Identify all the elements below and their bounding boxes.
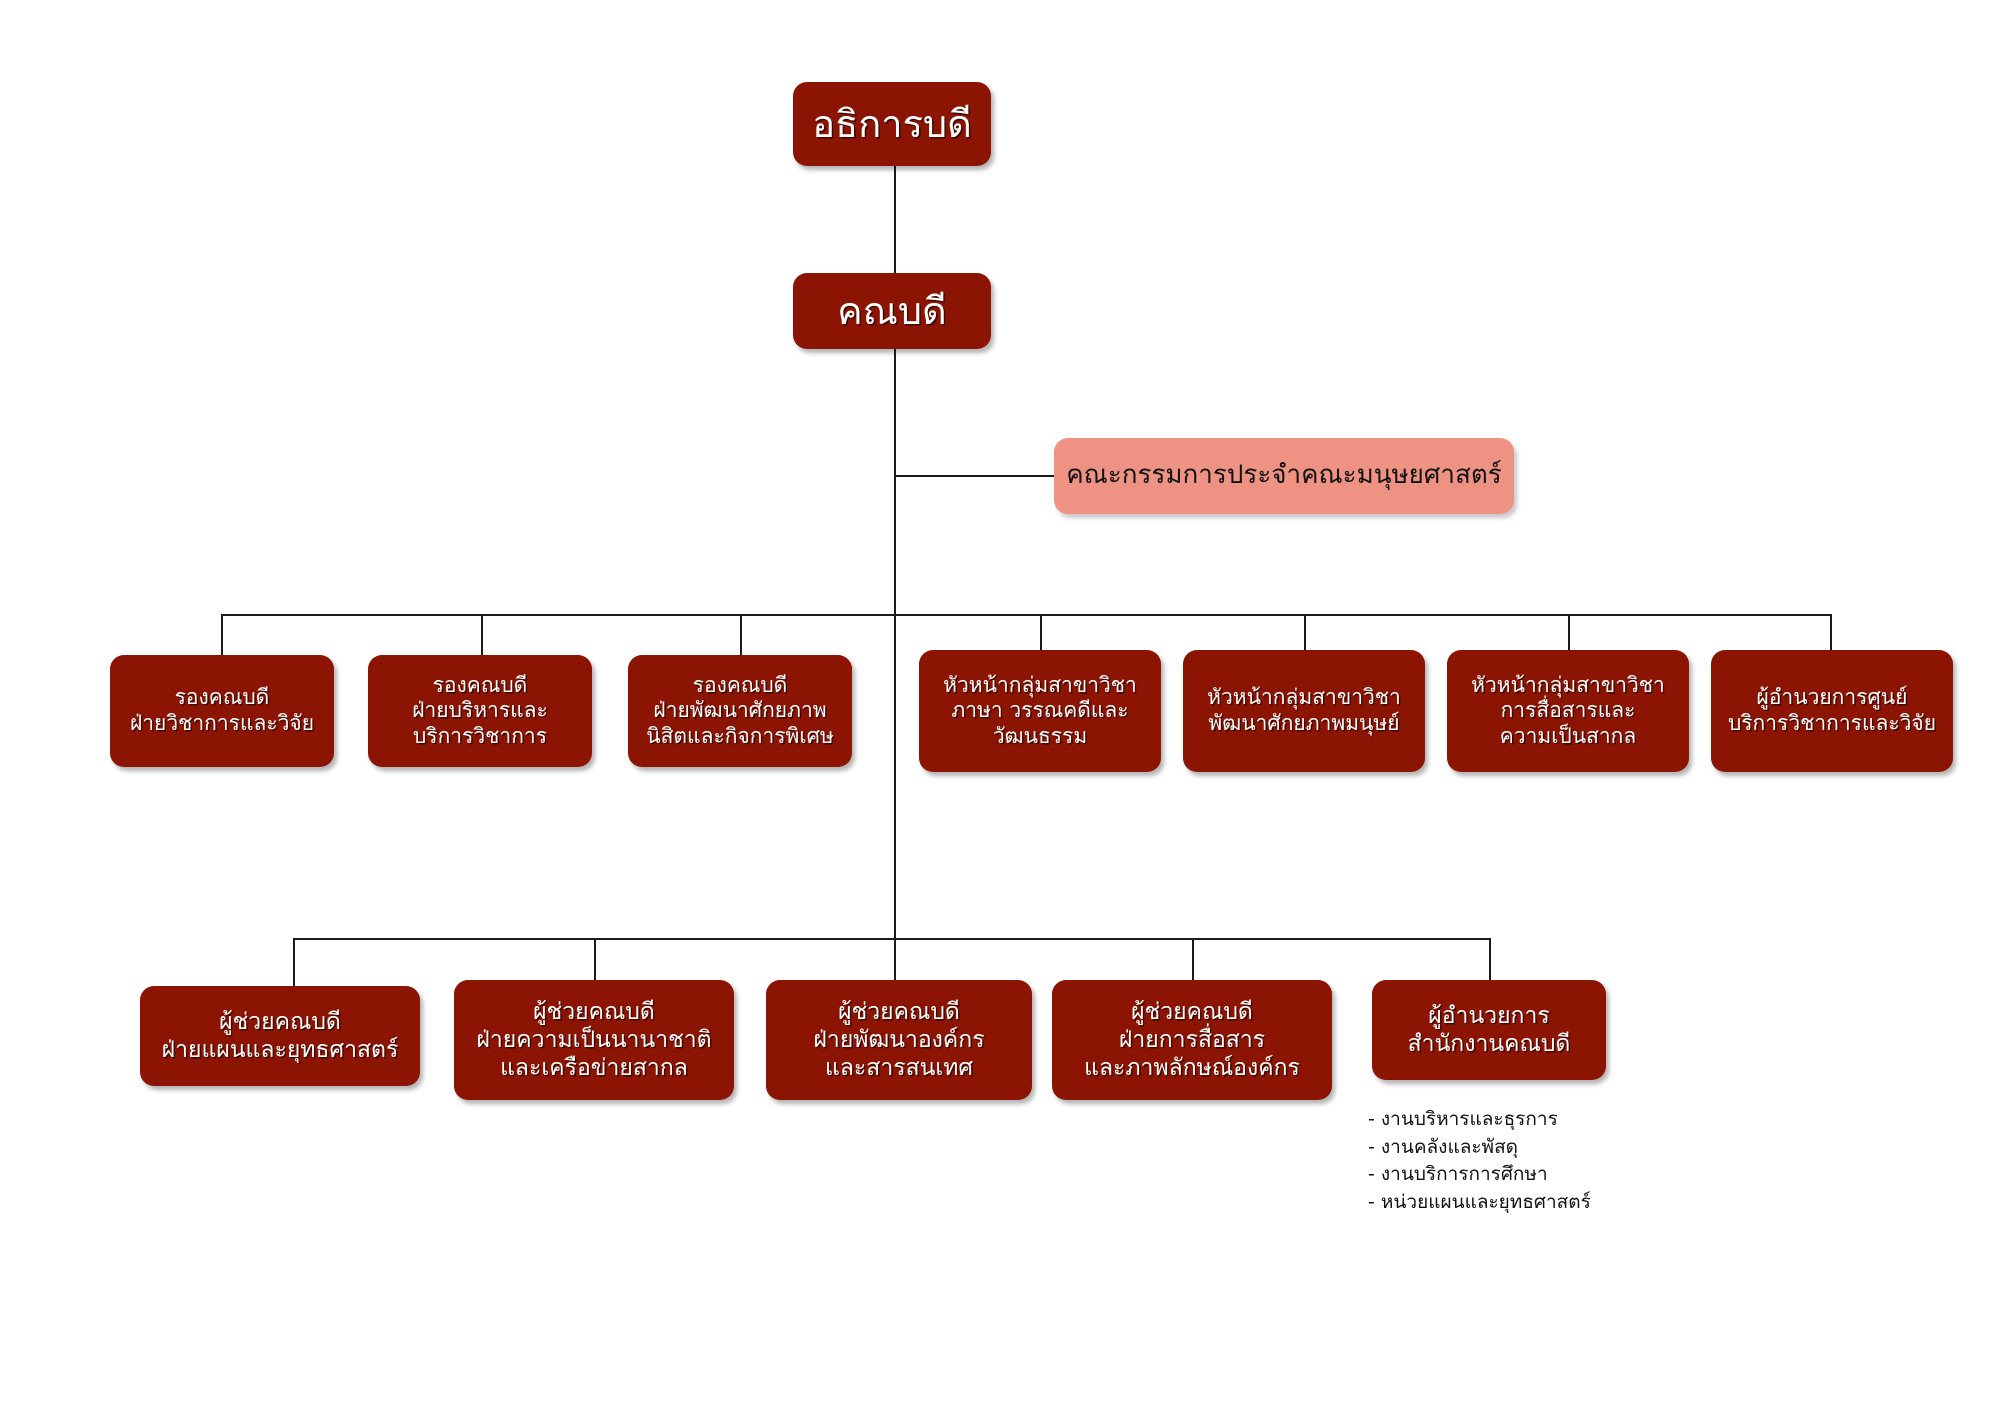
connector-row1-drop-1 <box>221 614 223 656</box>
connector-committee-branch <box>894 475 1056 477</box>
node-vice-dean-administration-academic-service[interactable]: รองคณบดี ฝ่ายบริหารและ บริการวิชาการ <box>368 655 592 767</box>
node-assistant-dean-planning-strategy[interactable]: ผู้ช่วยคณบดี ฝ่ายแผนและยุทธศาสตร์ <box>140 986 420 1086</box>
connector-dean-spine <box>894 348 896 988</box>
connector-row2-drop-2 <box>594 938 596 986</box>
connector-row1-drop-5 <box>1304 614 1306 650</box>
node-assistant-dean-communication-corporate-image[interactable]: ผู้ช่วยคณบดี ฝ่ายการสื่อสาร และภาพลักษณ์… <box>1052 980 1332 1100</box>
connector-row1-drop-4 <box>1040 614 1042 650</box>
connector-row1-drop-6 <box>1568 614 1570 650</box>
node-assistant-dean-organization-development-information[interactable]: ผู้ช่วยคณบดี ฝ่ายพัฒนาองค์กร และสารสนเทศ <box>766 980 1032 1100</box>
connector-row1-bar <box>222 614 1831 616</box>
node-rector[interactable]: อธิการบดี <box>793 82 991 166</box>
node-vice-dean-student-development-special-affairs[interactable]: รองคณบดี ฝ่ายพัฒนาศักยภาพ นิสิตและกิจการ… <box>628 655 852 767</box>
connector-row2-drop-1 <box>293 938 295 986</box>
connector-row2-drop-3 <box>894 938 896 986</box>
connector-row2-drop-5 <box>1489 938 1491 986</box>
connector-row2-bar <box>294 938 1490 940</box>
node-vice-dean-academic-research[interactable]: รองคณบดี ฝ่ายวิชาการและวิจัย <box>110 655 334 767</box>
node-head-language-literature-culture[interactable]: หัวหน้ากลุ่มสาขาวิชา ภาษา วรรณคดีและ วัฒ… <box>919 650 1161 772</box>
node-faculty-committee[interactable]: คณะกรรมการประจำคณะมนุษยศาสตร์ <box>1054 438 1514 514</box>
connector-row2-drop-4 <box>1192 938 1194 986</box>
node-director-dean-office[interactable]: ผู้อำนวยการ สำนักงานคณบดี <box>1372 980 1606 1080</box>
dean-office-units-list: - งานบริหารและธุรการ - งานคลังและพัสดุ -… <box>1368 1108 1591 1213</box>
node-director-academic-service-research-center[interactable]: ผู้อำนวยการศูนย์ บริการวิชาการและวิจัย <box>1711 650 1953 772</box>
connector-row1-drop-7 <box>1830 614 1832 650</box>
connector-rector-to-dean <box>894 165 896 275</box>
connector-row1-drop-3 <box>740 614 742 656</box>
node-head-communication-internationalization[interactable]: หัวหน้ากลุ่มสาขาวิชา การสื่อสารและ ความเ… <box>1447 650 1689 772</box>
node-dean[interactable]: คณบดี <box>793 273 991 349</box>
node-head-human-potential-development[interactable]: หัวหน้ากลุ่มสาขาวิชา พัฒนาศักยภาพมนุษย์ <box>1183 650 1425 772</box>
connector-row1-drop-2 <box>481 614 483 656</box>
node-assistant-dean-internationalization-global-network[interactable]: ผู้ช่วยคณบดี ฝ่ายความเป็นนานาชาติ และเคร… <box>454 980 734 1100</box>
